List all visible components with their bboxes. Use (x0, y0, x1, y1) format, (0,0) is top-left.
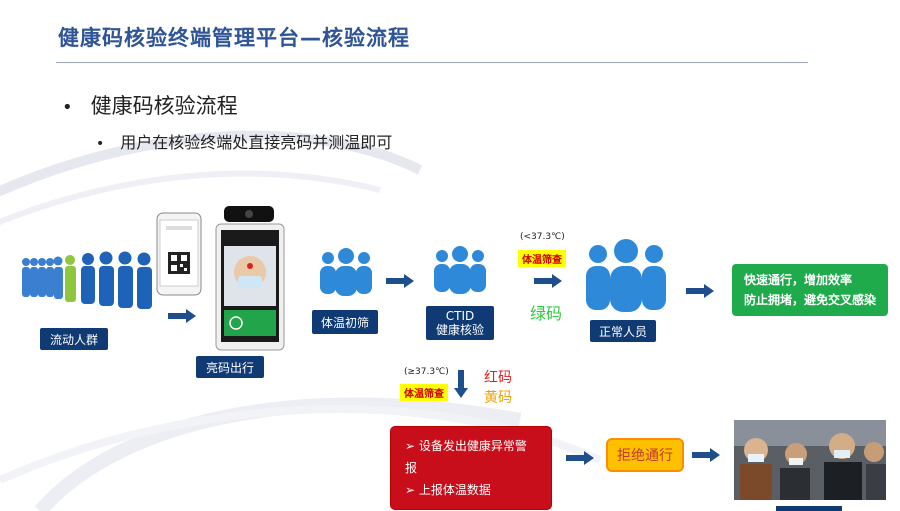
people-group-icon (586, 239, 666, 312)
title-divider (56, 62, 808, 63)
chevron-right-icon: ➢ (405, 483, 419, 497)
fast-pass-box: 快速通行，增加效率 防止拥堵，避免交叉感染 (732, 264, 888, 316)
arrow-down-icon (454, 370, 468, 398)
arrow-right-icon (168, 309, 196, 323)
page-title: 健康码核验终端管理平台—核验流程 (58, 26, 410, 50)
fast-pass-line1: 快速通行，增加效率 (744, 273, 853, 287)
arrow-right-icon (386, 274, 414, 288)
bullet-dot: • (62, 97, 73, 118)
ctid-label-line1: CTID (445, 309, 475, 323)
people-group-icon (434, 246, 486, 294)
normal-threshold: (<37.3℃) (520, 232, 565, 242)
ctid-label-line2: 健康核验 (435, 323, 484, 337)
bullet-dot: • (96, 136, 105, 152)
arrow-right-icon (566, 451, 594, 465)
abnormal-temp-tag: 体温筛查 (400, 384, 448, 401)
arrow-right-icon (686, 284, 714, 298)
masked-people-photo (734, 420, 886, 500)
yellow-code-text: 黄码 (484, 390, 512, 406)
normal-temp-tag: 体温筛查 (518, 250, 566, 267)
alarm-line2: ➢ 上报体温数据 (405, 483, 491, 497)
reject-box: 拒绝通行 (606, 438, 684, 472)
bullet-level2-text: 用户在核验终端处直接亮码并测温即可 (120, 133, 393, 152)
abnormal-threshold: (≥37.3℃) (404, 367, 449, 377)
arrow-right-icon (692, 448, 720, 462)
crowd-label: 流动人群 (40, 328, 108, 350)
footer-bar (776, 506, 842, 511)
show-code-label: 亮码出行 (196, 356, 264, 378)
arrow-right-icon (534, 274, 562, 288)
verification-terminal-icon (215, 206, 285, 351)
green-code-text: 绿码 (530, 304, 563, 323)
phone-qr-icon (156, 212, 202, 296)
chevron-right-icon: ➢ (405, 439, 419, 453)
alarm-line1: ➢ 设备发出健康异常警报 (405, 439, 527, 475)
people-group-icon (320, 248, 372, 296)
fast-pass-line2: 防止拥堵，避免交叉感染 (744, 293, 877, 307)
alarm-box: ➢ 设备发出健康异常警报 ➢ 上报体温数据 (390, 426, 552, 510)
temp-screen-label: 体温初筛 (312, 310, 378, 334)
red-code-text: 红码 (484, 370, 512, 386)
bullet-level1: • 健康码核验流程 (62, 90, 238, 120)
crowd-illustration (22, 251, 152, 309)
normal-person-label: 正常人员 (590, 320, 656, 342)
bullet-level2: • 用户在核验终端处直接亮码并测温即可 (96, 129, 392, 153)
ctid-label: CTID 健康核验 (426, 306, 494, 340)
bullet-level1-text: 健康码核验流程 (90, 94, 238, 118)
